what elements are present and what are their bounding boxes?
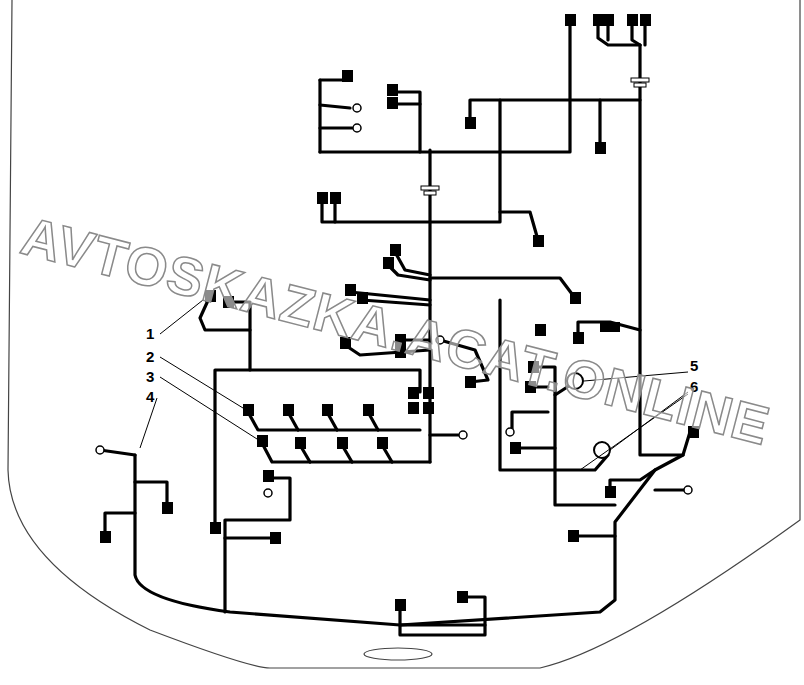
- connector-plug: [243, 404, 254, 416]
- harness-clip: [634, 83, 646, 87]
- wire: [395, 92, 420, 152]
- connector-plug: [565, 14, 576, 26]
- connector-plug: [363, 404, 374, 416]
- connector-plug: [383, 257, 394, 269]
- wire: [573, 534, 615, 537]
- wire: [470, 100, 640, 120]
- callout-number: 3: [146, 369, 154, 384]
- connector-plug: [600, 322, 620, 332]
- body-outline: [8, 0, 800, 668]
- connector-plug: [533, 235, 544, 247]
- connector-plug: [330, 192, 341, 204]
- connector-plug: [595, 142, 606, 154]
- wire: [430, 278, 575, 298]
- connector-plug: [423, 387, 434, 399]
- wire: [320, 22, 570, 152]
- connector-plug: [337, 437, 348, 449]
- ring-terminal: [684, 486, 692, 494]
- wire: [100, 450, 135, 455]
- connector-plug: [162, 502, 173, 514]
- leader-line: [160, 357, 243, 408]
- connector-plug: [257, 435, 268, 447]
- wire: [225, 536, 275, 539]
- ring-terminal: [353, 104, 361, 112]
- wire: [610, 470, 655, 492]
- connector-plug: [535, 324, 546, 336]
- connector-plug: [568, 530, 579, 542]
- connector-plug: [270, 532, 281, 544]
- leader-line: [160, 377, 257, 439]
- connector-plug: [322, 404, 333, 416]
- wire: [400, 597, 485, 635]
- connector-plug: [510, 442, 521, 454]
- wire: [395, 102, 420, 105]
- connector-plug: [603, 14, 614, 26]
- ring-terminal: [264, 489, 272, 497]
- connector-plug: [423, 402, 434, 414]
- connector-plug: [408, 387, 419, 399]
- wire: [500, 212, 538, 240]
- callout-number: 5: [690, 358, 698, 373]
- connector-plug: [627, 14, 638, 26]
- connector-plug: [295, 437, 306, 449]
- connector-plug: [390, 244, 401, 256]
- wire: [578, 322, 640, 332]
- callout-number: 4: [146, 389, 154, 404]
- wire: [318, 80, 321, 152]
- connector-plug: [387, 84, 398, 96]
- wire: [320, 126, 352, 129]
- wire: [655, 488, 688, 491]
- harness-clip: [631, 78, 649, 82]
- connector-plug: [457, 591, 468, 603]
- wire: [400, 623, 485, 626]
- callout-number: 2: [146, 349, 154, 364]
- connector-plug: [605, 486, 616, 498]
- ring-terminal: [96, 446, 104, 454]
- wire: [598, 100, 601, 145]
- connector-plug: [387, 97, 398, 109]
- wire: [430, 433, 458, 436]
- ring-terminal: [353, 124, 361, 132]
- wire: [512, 412, 548, 432]
- ring-terminal: [459, 431, 467, 439]
- ring-terminal: [506, 428, 514, 436]
- wire: [322, 100, 500, 222]
- callout-number: 1: [146, 326, 154, 341]
- connector-plug: [342, 70, 353, 82]
- connector-plug: [570, 292, 581, 304]
- connector-plug: [640, 14, 651, 26]
- connector-plug: [573, 332, 584, 344]
- connector-plug: [593, 14, 604, 26]
- wire: [225, 478, 290, 612]
- connector-plug: [210, 522, 221, 534]
- connector-plug: [465, 117, 476, 129]
- wire: [215, 370, 420, 528]
- connector-plug: [377, 437, 388, 449]
- connector-plug: [263, 470, 274, 482]
- harness-clip: [421, 186, 439, 190]
- connector-plug: [283, 404, 294, 416]
- harness-clip: [424, 191, 436, 195]
- connector-plug: [100, 531, 111, 543]
- wire: [248, 412, 420, 430]
- leader-line: [140, 398, 157, 448]
- connector-plug: [395, 599, 406, 611]
- wire: [135, 455, 683, 625]
- connector-plug: [317, 192, 328, 204]
- wire: [320, 105, 350, 108]
- hood-emblem: [364, 648, 432, 660]
- wire: [388, 265, 430, 280]
- connector-plug: [408, 402, 419, 414]
